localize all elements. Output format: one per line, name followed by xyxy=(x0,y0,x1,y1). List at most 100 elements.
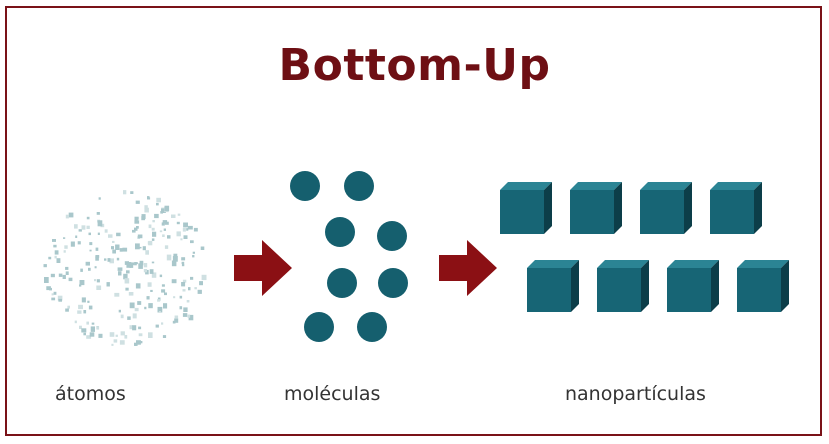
nanoparticle-cube xyxy=(500,182,552,234)
molecule-circle xyxy=(290,171,320,201)
atom-dot xyxy=(94,266,97,269)
atom-dot xyxy=(182,313,188,317)
atom-dot xyxy=(151,238,155,241)
atom-dot xyxy=(140,341,143,344)
atom-dot xyxy=(152,231,157,237)
molecules-group xyxy=(290,171,408,342)
atom-dot xyxy=(96,285,102,290)
atom-dot xyxy=(97,220,103,227)
atom-dot xyxy=(118,271,122,276)
atom-dot xyxy=(139,246,142,249)
atom-dot xyxy=(64,245,68,249)
atom-dot xyxy=(148,224,152,229)
atom-dot xyxy=(65,308,69,312)
nanoparticle-cube xyxy=(570,182,622,234)
atom-dot xyxy=(148,303,153,309)
molecule-circle xyxy=(378,268,408,298)
atom-dot xyxy=(58,298,62,302)
atom-dot xyxy=(177,213,181,216)
atom-dot xyxy=(161,322,164,325)
atom-dot xyxy=(147,282,152,287)
atom-dot xyxy=(176,231,181,237)
atom-dot xyxy=(63,250,66,253)
atom-dot xyxy=(132,325,137,331)
molecule-circle xyxy=(377,221,407,251)
atom-dot xyxy=(182,279,187,283)
atom-dot xyxy=(172,320,176,324)
atom-dot xyxy=(128,292,134,296)
nanoparticles-group xyxy=(500,182,789,312)
atom-dot xyxy=(91,322,95,325)
atom-dot xyxy=(144,306,147,310)
atom-dot xyxy=(192,251,195,254)
nanoparticle-cube xyxy=(710,182,762,234)
nanoparticle-cube xyxy=(640,182,692,234)
atom-dot xyxy=(74,320,77,324)
atom-dot xyxy=(65,266,69,270)
atom-dot xyxy=(115,244,120,250)
atom-dot xyxy=(148,332,153,338)
atom-dot xyxy=(162,335,167,338)
atom-dot xyxy=(179,306,183,310)
atom-dot xyxy=(94,279,97,282)
atom-dot xyxy=(81,297,86,303)
atom-dot xyxy=(112,240,115,243)
atom-dot xyxy=(187,314,191,318)
atom-dot xyxy=(188,287,191,291)
atom-dot xyxy=(166,254,172,261)
atom-dot xyxy=(117,267,123,271)
atom-dot xyxy=(188,314,194,321)
atom-dot xyxy=(118,309,121,313)
atom-dot xyxy=(107,258,111,262)
atom-dot xyxy=(65,214,69,219)
atom-dot xyxy=(161,289,166,293)
atom-dot xyxy=(86,216,90,220)
atom-dot xyxy=(190,276,194,280)
atom-dot xyxy=(151,261,155,264)
atom-dot xyxy=(46,286,51,291)
atom-dot xyxy=(88,232,91,236)
atom-dot xyxy=(87,300,90,303)
atom-dot xyxy=(88,305,93,310)
atom-dot xyxy=(98,333,103,338)
atom-dot xyxy=(79,284,82,287)
atom-dot xyxy=(142,246,146,251)
atom-dot xyxy=(126,270,130,274)
atom-dot xyxy=(150,289,153,292)
atom-dot xyxy=(100,223,105,228)
atom-dot xyxy=(194,287,197,290)
atom-dot xyxy=(89,332,95,337)
atom-dot xyxy=(123,190,127,195)
atom-dot xyxy=(197,289,202,294)
atom-dot xyxy=(83,332,86,336)
atom-dot xyxy=(95,256,99,261)
atom-dot xyxy=(143,263,148,268)
atom-dot xyxy=(78,229,82,232)
atom-dot xyxy=(162,234,165,237)
atom-dot xyxy=(179,295,183,299)
atom-dot xyxy=(86,335,92,339)
atom-dot xyxy=(138,263,143,269)
atom-dot xyxy=(137,301,142,305)
atom-dot xyxy=(161,222,165,226)
atom-dot xyxy=(65,271,69,275)
atom-dot xyxy=(186,300,190,303)
atom-dot xyxy=(120,331,125,336)
atom-dot xyxy=(183,222,188,228)
atom-dot xyxy=(130,191,134,194)
atom-dot xyxy=(68,277,73,282)
atom-dot xyxy=(126,262,132,268)
atom-dot xyxy=(109,258,114,264)
atom-dot xyxy=(81,225,86,230)
atoms-cloud xyxy=(43,190,207,346)
label-nanoparticles: nanopartículas xyxy=(565,383,706,405)
atom-dot xyxy=(183,235,188,239)
atom-dot xyxy=(106,282,110,287)
atom-dot xyxy=(143,269,147,273)
atom-dot xyxy=(56,258,61,263)
molecule-circle xyxy=(327,268,357,298)
atom-dot xyxy=(182,227,186,232)
label-atoms: átomos xyxy=(55,383,126,405)
atom-dot xyxy=(132,229,136,233)
atom-dot xyxy=(51,297,56,301)
